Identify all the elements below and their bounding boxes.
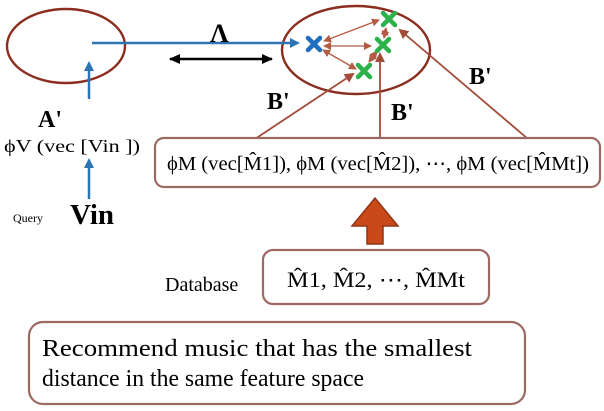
database-items-text: M̂1, M̂2, ⋯, M̂Mt [287,267,465,292]
query-point-x-icon [305,35,323,53]
music-feature-space-ellipse [280,4,432,96]
recommendation-text-line-2: distance in the same feature space [42,366,364,392]
mapping-arrow-right [398,28,529,140]
b-prime-label-left: B' [267,89,290,115]
query-feature-label: ϕV (vec [Vin ]) [4,136,140,157]
feature-formula-box [153,136,602,189]
mapping-arrow-left [254,72,355,140]
recommendation-box [27,320,527,406]
music-point-3-x-icon [355,62,373,80]
database-items-box [261,248,491,306]
b-prime-label-middle: B' [391,100,414,126]
music-point-1-x-icon [380,10,398,28]
recommendation-text-line-1: Recommend music that has the smallest [42,336,472,362]
feature-formula-text: ϕM (vec[M̂1]), ϕM (vec[M̂2]), ⋯, ϕM (vec… [167,151,589,175]
distance-arrow-bottom [322,49,357,70]
database-to-features-arrow [350,196,400,245]
b-prime-label-right: B' [469,64,492,90]
query-feature-space-ellipse [5,7,127,85]
lambda-label: Λ [210,19,229,48]
recommendation-text: Recommend music that has the smallest di… [42,336,478,392]
query-input-label: Vin [70,199,114,231]
database-label: Database [165,274,238,296]
music-point-2-x-icon [374,36,392,54]
a-prime-label: A' [38,107,62,133]
distance-arrow-top-right [380,27,390,39]
distance-arrow-top [323,18,380,43]
query-label: Query [13,211,43,225]
